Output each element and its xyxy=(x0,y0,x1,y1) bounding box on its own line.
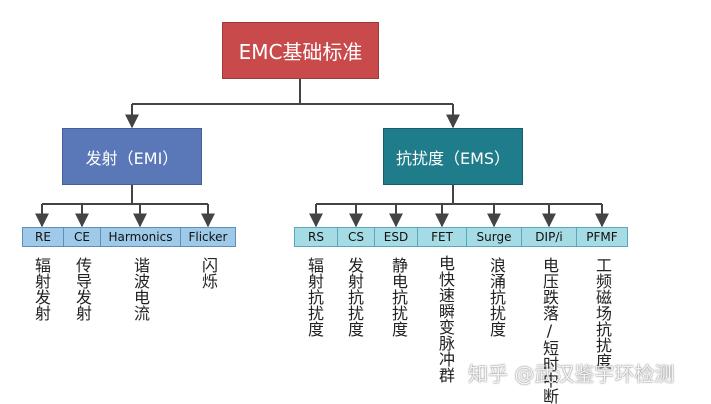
ems-item-cs: CS xyxy=(337,227,375,247)
emi-desc-harmonics: 谐波电流 xyxy=(131,257,150,321)
emi-item-flicker: Flicker xyxy=(180,227,236,247)
ems-item-dip: DIP/i xyxy=(521,227,577,247)
emi-desc-ce: 传导发射 xyxy=(73,257,92,321)
watermark: 知乎 @武汉鉴宇环检测 xyxy=(468,362,675,386)
ems-item-fet: FET xyxy=(417,227,467,247)
ems-item-surge: Surge xyxy=(466,227,522,247)
emi-desc-flicker: 闪烁 xyxy=(199,257,218,289)
ems-desc-rs: 辐射抗扰度 xyxy=(305,257,324,337)
ems-desc-fet: 电快速瞬变脉冲群 xyxy=(436,255,455,383)
emi-node: 发射（EMI） xyxy=(62,128,202,185)
emi-item-ce: CE xyxy=(63,227,101,247)
emi-item-harmonics: Harmonics xyxy=(100,227,181,247)
ems-desc-pfmf: 工频磁场抗扰度 xyxy=(593,257,612,369)
ems-item-esd: ESD xyxy=(374,227,418,247)
ems-item-pfmf: PFMF xyxy=(576,227,628,247)
ems-desc-cs: 发射抗扰度 xyxy=(345,257,364,337)
emi-item-re: RE xyxy=(22,227,64,247)
root-node: EMC基础标准 xyxy=(222,22,379,79)
ems-desc-dip: 电压跌落/短时中断 xyxy=(540,257,559,404)
emi-desc-re: 辐射发射 xyxy=(32,257,51,321)
ems-desc-surge: 浪涌抗扰度 xyxy=(487,257,506,337)
ems-item-rs: RS xyxy=(294,227,338,247)
ems-node: 抗扰度（EMS） xyxy=(383,128,523,185)
ems-desc-esd: 静电抗扰度 xyxy=(389,257,408,337)
